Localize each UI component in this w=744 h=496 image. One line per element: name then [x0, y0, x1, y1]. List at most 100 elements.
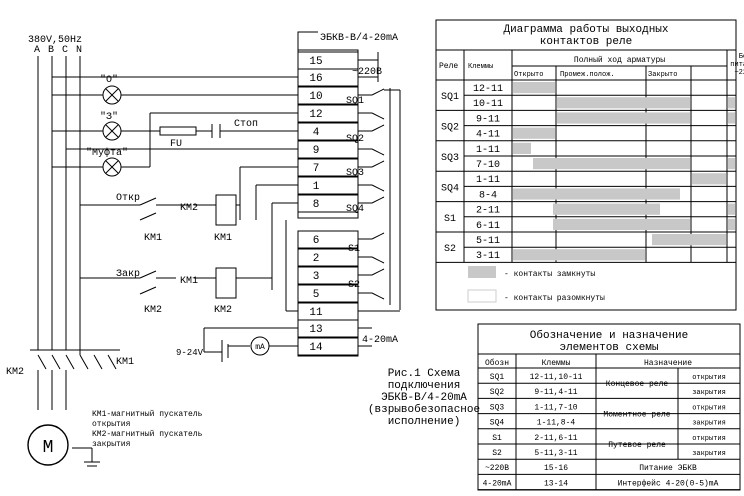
- element-terminals: 5-11,3-11: [534, 449, 577, 458]
- element-group: Путевое реле: [608, 441, 666, 450]
- km1-hold-contact: [139, 212, 157, 221]
- closed-bar: [553, 218, 690, 230]
- element-designation: SQ1: [490, 373, 505, 382]
- relay-name: SQ1: [441, 92, 459, 103]
- ma-output-label: 4-20mA: [362, 335, 398, 346]
- switch-blade: [371, 232, 385, 240]
- terminal-number: 13: [309, 324, 322, 336]
- relay-name: S1: [444, 214, 456, 225]
- terminal-16: [297, 68, 359, 87]
- relay-name: SQ2: [441, 123, 459, 134]
- legend-closed-label: - контакты замкнуты: [504, 270, 595, 279]
- fuse-label: FU: [170, 139, 182, 150]
- terminal-number: 1: [313, 181, 320, 193]
- v220-label: ~220B: [352, 67, 382, 78]
- element-power: Питание ЭБКВ: [639, 464, 697, 473]
- element-close: закрытия: [692, 420, 726, 428]
- sq1-label: SQ1: [346, 96, 364, 107]
- terminal-13: [297, 319, 359, 338]
- closed-bar: [513, 82, 555, 94]
- element-designation: 4-20mA: [483, 479, 512, 488]
- closed-bar: [728, 112, 735, 124]
- element-terminals: 1-11,8-4: [537, 419, 576, 428]
- km2-hold-contact: [139, 286, 157, 295]
- element-terminals: 2-11,6-11: [534, 434, 577, 443]
- closed-bar: [557, 112, 690, 124]
- dc-source-label: 9-24V: [176, 348, 204, 358]
- element-designation: SQ4: [490, 419, 505, 428]
- motor-icon: [27, 424, 69, 466]
- fuse-fu: [159, 126, 197, 136]
- supply-voltage-label: 380V,50Hz: [28, 35, 82, 46]
- relay-name: SQ3: [441, 153, 459, 164]
- relay-pair: 3-11: [476, 251, 500, 262]
- km1-hold-label: KM1: [144, 233, 162, 244]
- element-designation: SQ3: [490, 403, 505, 412]
- header-no-power: питания: [730, 61, 744, 69]
- relay-pair: 1-11: [476, 175, 500, 186]
- relay-pair: 7-10: [476, 160, 500, 171]
- closed-bar: [533, 158, 690, 170]
- ma-meter-label: mA: [255, 343, 265, 352]
- switch-blade: [371, 268, 385, 276]
- lamp-cross: [105, 160, 119, 174]
- lamp-mufta-label: "Муфта": [86, 146, 128, 159]
- switch-blade: [371, 292, 385, 300]
- caption-line: ЭБКВ-В/4-20mA: [381, 392, 467, 404]
- relay-pair: 12-11: [473, 84, 503, 95]
- elements-title: Обозначение и назначение: [530, 329, 688, 342]
- relay-name: SQ4: [441, 183, 459, 194]
- header-intermediate: Промеж.полож.: [560, 71, 615, 79]
- header-open: Открыто: [514, 71, 543, 79]
- switch-blade: [371, 196, 385, 204]
- header-full-travel: Полный ход арматуры: [574, 56, 665, 65]
- header-no-power: Без: [739, 53, 744, 61]
- contactor-blade: [79, 354, 89, 370]
- relay-pair: 8-4: [479, 190, 497, 201]
- terminal-number: 16: [309, 73, 322, 85]
- relay-pair: 5-11: [476, 236, 500, 247]
- terminal-15: [297, 51, 359, 70]
- close-button-label: Закр: [116, 269, 140, 280]
- terminal-12: [297, 104, 359, 123]
- element-designation: SQ2: [490, 388, 505, 397]
- km1-description: открытия: [92, 420, 130, 429]
- closed-bar: [728, 203, 735, 215]
- contactor-blade: [65, 354, 75, 370]
- km2-coil: [215, 267, 237, 299]
- s2-label: S2: [348, 280, 360, 291]
- switch-blade: [371, 88, 385, 96]
- km1-interlock-label: KM1: [180, 276, 198, 287]
- km2-coil-label: KM2: [214, 305, 232, 316]
- switch-blade: [371, 184, 385, 192]
- lamp-z-label: "З": [100, 111, 118, 123]
- contactor-blade: [107, 354, 117, 370]
- switch-blade: [371, 160, 385, 168]
- phase-label: A: [34, 45, 40, 56]
- relay-pair: 2-11: [476, 206, 500, 217]
- element-group: Моментное реле: [603, 411, 670, 420]
- terminal-number: 7: [313, 163, 320, 175]
- km1-power-label: KM1: [116, 357, 134, 368]
- closed-bar: [728, 218, 735, 230]
- header-closed: Закрыто: [648, 71, 677, 79]
- lamp-o-label: "О": [100, 74, 118, 86]
- element-terminals: 1-11,7-10: [534, 403, 577, 412]
- element-open: открытия: [692, 435, 726, 443]
- element-designation: ~220B: [485, 464, 509, 473]
- phase-label: C: [62, 45, 68, 56]
- closed-bar: [553, 203, 660, 215]
- km2-description: KM2-магнитный пускатель: [92, 430, 203, 439]
- header-purpose: Назначение: [644, 359, 692, 368]
- relay-pair: 6-11: [476, 221, 500, 232]
- diagram-title: контактов реле: [540, 36, 632, 48]
- legend-closed-swatch: [468, 266, 496, 278]
- header-terminals: Клеммы: [542, 359, 571, 368]
- header-terminals: Клеммы: [468, 63, 493, 71]
- legend-open-swatch: [467, 289, 497, 303]
- sq3-label: SQ3: [346, 168, 364, 179]
- switch-blade: [371, 148, 385, 156]
- relay-pair: 4-11: [476, 130, 500, 141]
- terminal-number: 8: [313, 199, 320, 211]
- closed-bar: [728, 158, 735, 170]
